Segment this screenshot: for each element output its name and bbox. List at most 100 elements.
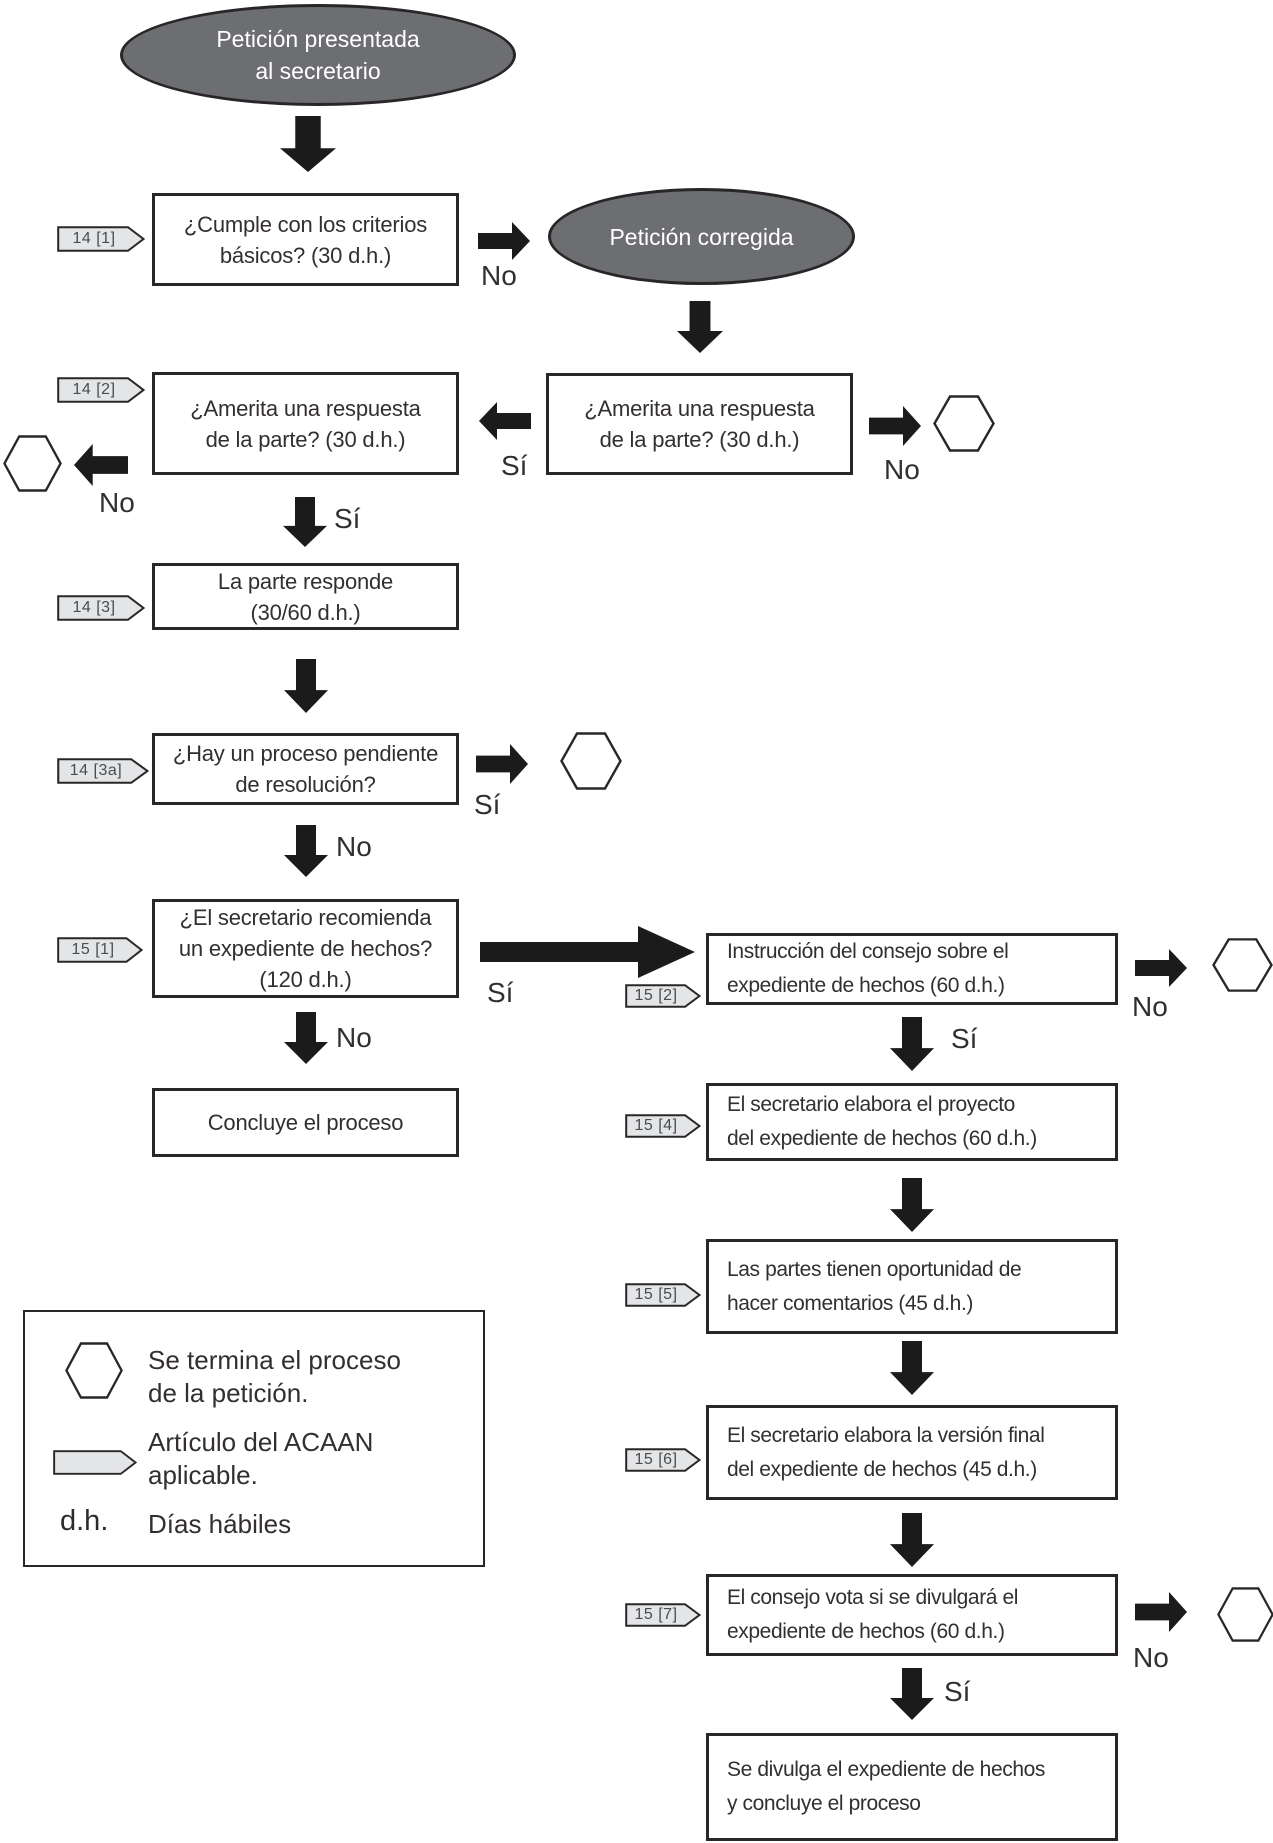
article-tag-14-3: 14 [3] — [57, 595, 145, 621]
node-text-line: (30/60 d.h.) — [250, 599, 361, 625]
tag-shape-icon — [53, 1450, 137, 1475]
tag-shape-icon — [625, 984, 701, 1008]
arrow-down-icon — [890, 1513, 934, 1567]
node-text-line: ¿Hay un proceso pendiente — [172, 741, 439, 766]
node-version-final: El secretario elabora la versión final d… — [706, 1405, 1118, 1500]
edge-label-no: No — [884, 454, 920, 485]
tag-shape-icon — [625, 1603, 701, 1627]
node-text-line: (120 d.h.) — [259, 967, 352, 992]
legend-hexagon-meaning: Se termina el proceso de la petición. — [148, 1344, 401, 1410]
article-tag-14-3a: 14 [3a] — [57, 758, 149, 784]
legend-text-line: de la petición. — [148, 1378, 309, 1408]
legend-text-line: aplicable. — [148, 1460, 258, 1490]
edge-label-no: No — [1132, 991, 1168, 1022]
node-text-line: de la parte? (30 d.h.) — [599, 427, 800, 452]
end-process-hexagon-icon — [3, 435, 62, 492]
node-parte-responde: La parte responde (30/60 d.h.) — [152, 563, 459, 630]
edge-label-si: Sí — [474, 789, 501, 820]
tag-label: 15 [7] — [634, 1606, 678, 1623]
tag-shape-icon — [625, 1283, 701, 1307]
node-text-line: ¿Cumple con los criterios — [183, 211, 428, 237]
node-concluye-proceso: Concluye el proceso — [152, 1088, 459, 1157]
tag-label: 15 [5] — [634, 1286, 678, 1303]
node-text-line: Petición corregida — [609, 223, 794, 250]
tag-label: 15 [6] — [634, 1451, 678, 1468]
node-amerita-respuesta-right: ¿Amerita una respuesta de la parte? (30 … — [546, 373, 853, 475]
arrow-down-icon — [284, 659, 328, 713]
node-start-terminal: Petición presentada al secretario — [120, 4, 516, 106]
node-text-line: Las partes tienen oportunidad de — [727, 1257, 1022, 1281]
arrow-down-icon — [890, 1341, 934, 1395]
article-tag-15-4: 15 [4] — [625, 1114, 701, 1138]
node-text-line: y concluye el proceso — [727, 1792, 921, 1815]
arrow-down-icon — [284, 1012, 328, 1064]
tag-shape-icon — [57, 595, 145, 621]
node-peticion-corregida: Petición corregida — [548, 188, 855, 285]
edge-label-no: No — [336, 1022, 372, 1053]
arrow-down-icon — [280, 116, 336, 172]
edge-label-si: Sí — [944, 1676, 971, 1707]
arrow-right-icon — [478, 222, 530, 260]
node-text-line: al secretario — [255, 58, 381, 84]
tag-label: 15 [1] — [71, 941, 115, 958]
tag-shape-icon — [57, 937, 143, 963]
arrow-down-icon — [283, 497, 327, 547]
node-text-line: Se divulga el expediente de hechos — [727, 1758, 1045, 1781]
arrow-right-icon — [869, 406, 921, 446]
node-text-line: El secretario elabora la versión final — [727, 1423, 1045, 1447]
end-process-hexagon-icon — [560, 732, 622, 790]
tag-shape-icon — [625, 1114, 701, 1138]
edge-label-no: No — [99, 487, 135, 518]
node-secretario-recomienda: ¿El secretario recomienda un expediente … — [152, 899, 459, 998]
node-instruccion-consejo: Instrucción del consejo sobre el expedie… — [706, 933, 1118, 1005]
tag-label: 15 [4] — [634, 1117, 678, 1134]
article-tag-15-6: 15 [6] — [625, 1448, 701, 1472]
node-text-line: Concluye el proceso — [207, 1110, 404, 1135]
node-text-line: expediente de hechos (60 d.h.) — [727, 974, 1005, 997]
node-text-line: La parte responde — [217, 568, 394, 594]
tag-label: 14 [3] — [72, 599, 116, 616]
end-process-hexagon-icon — [1212, 938, 1273, 992]
node-text-line: hacer comentarios (45 d.h.) — [727, 1291, 973, 1315]
legend-tag-meaning: Artículo del ACAAN aplicable. — [148, 1426, 373, 1492]
arrow-left-icon — [74, 444, 128, 486]
tag-label: 14 [3a] — [69, 762, 123, 779]
node-cumple-criterios: ¿Cumple con los criterios básicos? (30 d… — [152, 193, 459, 286]
node-text-line: un expediente de hechos? — [178, 936, 433, 961]
arrow-down-icon — [890, 1668, 934, 1720]
node-comentarios-partes: Las partes tienen oportunidad de hacer c… — [706, 1239, 1118, 1334]
node-amerita-respuesta-left: ¿Amerita una respuesta de la parte? (30 … — [152, 372, 459, 475]
tag-label: 15 [2] — [634, 987, 678, 1004]
arrow-right-long-icon — [480, 926, 695, 978]
end-process-hexagon-icon — [933, 395, 995, 452]
arrow-right-icon — [1135, 949, 1187, 987]
tag-label: 14 [1] — [72, 230, 116, 247]
edge-label-si: Sí — [501, 450, 528, 481]
node-text-line: ¿Amerita una respuesta — [190, 395, 421, 421]
node-text-line: del expediente de hechos (60 d.h.) — [727, 1127, 1037, 1150]
article-tag-15-1: 15 [1] — [57, 937, 143, 963]
node-text-line: ¿El secretario recomienda — [179, 905, 432, 930]
edge-label-si: Sí — [334, 503, 361, 534]
node-proyecto-expediente: El secretario elabora el proyecto del ex… — [706, 1083, 1118, 1161]
end-process-hexagon-icon — [1217, 1587, 1273, 1642]
edge-label-si: Sí — [951, 1023, 978, 1054]
legend-hexagon-icon — [65, 1342, 123, 1399]
node-text-line: del expediente de hechos (45 d.h.) — [727, 1457, 1037, 1481]
edge-label-no: No — [481, 260, 517, 291]
arrow-left-icon — [479, 402, 531, 440]
legend-tag-icon — [53, 1450, 137, 1475]
node-text-line: de resolución? — [235, 772, 376, 797]
tag-shape-icon — [57, 758, 149, 784]
tag-shape-icon — [625, 1448, 701, 1472]
node-hay-proceso-pendiente: ¿Hay un proceso pendiente de resolución? — [152, 733, 459, 805]
node-text-line: Instrucción del consejo sobre el — [727, 940, 1009, 963]
tag-shape-icon — [57, 226, 145, 252]
article-tag-15-2: 15 [2] — [625, 984, 701, 1008]
node-consejo-vota: El consejo vota si se divulgará el exped… — [706, 1574, 1118, 1656]
arrow-right-icon — [1135, 1592, 1187, 1632]
arrow-right-icon — [476, 744, 528, 784]
arrow-down-icon — [677, 301, 723, 353]
legend-text-line: Artículo del ACAAN — [148, 1427, 374, 1457]
